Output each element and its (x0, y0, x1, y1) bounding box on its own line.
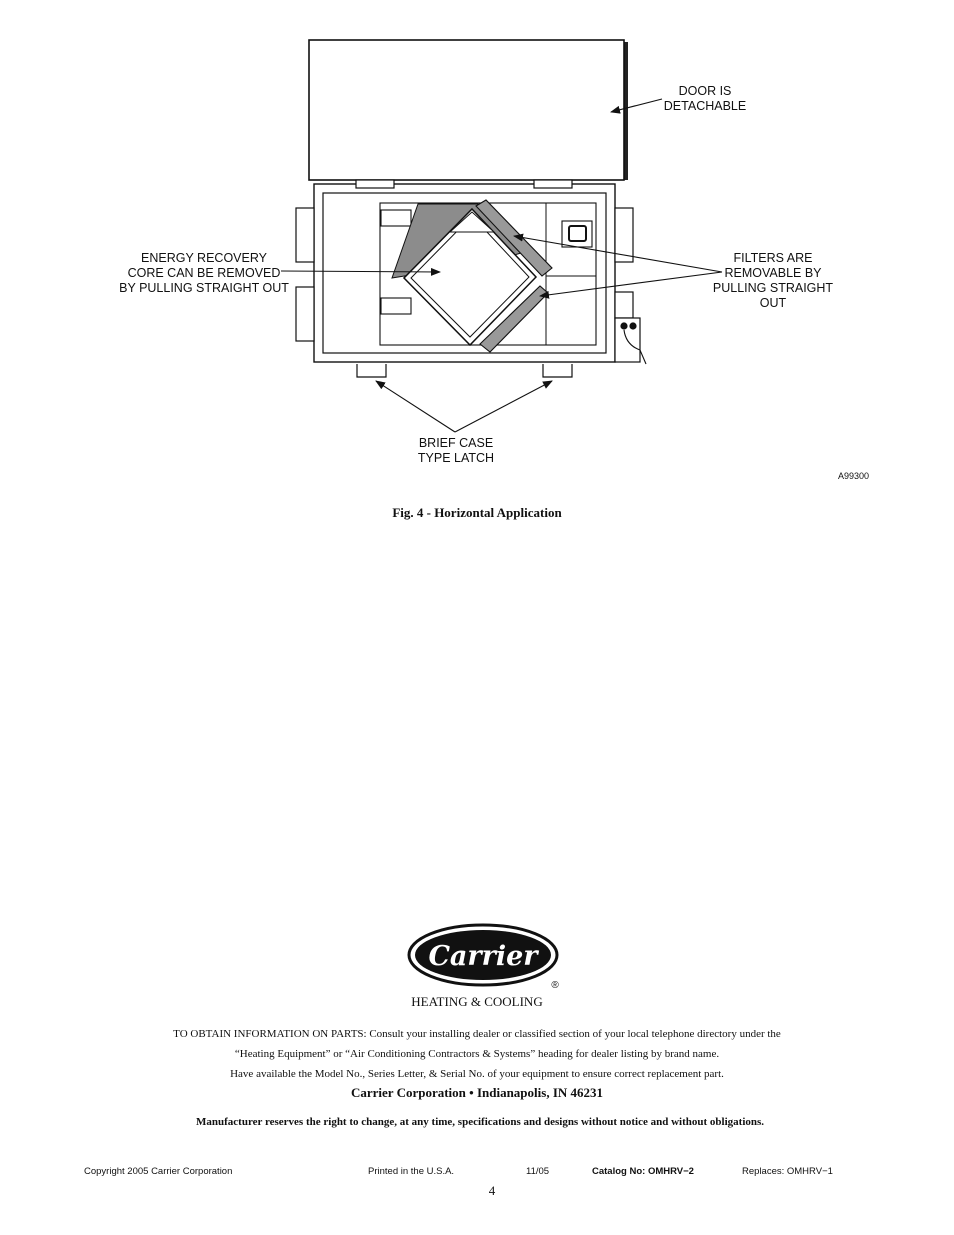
footer-catalog: Catalog No: OMHRV−2 (592, 1166, 694, 1177)
logo-tagline: HEATING & COOLING (411, 994, 543, 1009)
filters-label-line: FILTERS ARE (734, 251, 813, 265)
disclaimer: Manufacturer reserves the right to chang… (196, 1116, 765, 1128)
latch-label-line: TYPE LATCH (418, 451, 494, 465)
page-number: 4 (488, 1183, 496, 1198)
filters-label-line: OUT (760, 296, 787, 310)
leader-lines (280, 98, 723, 433)
registered-mark: ® (551, 980, 559, 991)
footer-replaces: Replaces: OMHRV−1 (742, 1166, 833, 1177)
parts-info-line: “Heating Equipment” or “Air Conditioning… (234, 1048, 720, 1060)
carrier-logo: Carrier ® (407, 923, 559, 991)
parts-info-line: Have available the Model No., Series Let… (230, 1068, 724, 1080)
figure-caption: Fig. 4 - Horizontal Application (392, 505, 562, 520)
logo-wordmark: Carrier (428, 941, 539, 972)
parts-info: TO OBTAIN INFORMATION ON PARTS: Consult … (0, 1024, 954, 1084)
core-label: ENERGY RECOVERY CORE CAN BE REMOVED BY P… (119, 251, 289, 295)
latch-label-line: BRIEF CASE (419, 436, 493, 450)
parts-info-line: TO OBTAIN INFORMATION ON PARTS: Consult … (173, 1028, 781, 1040)
core-label-line: ENERGY RECOVERY (141, 251, 268, 265)
horizontal-application-diagram: DOOR IS DETACHABLE ENERGY RECOVERY CORE … (119, 39, 869, 481)
door-label-line: DETACHABLE (664, 99, 746, 113)
footer-date: 11/05 (526, 1166, 550, 1177)
door-label-line: DOOR IS (679, 84, 732, 98)
footer-printed: Printed in the U.S.A. (368, 1166, 455, 1177)
core-label-line: CORE CAN BE REMOVED (128, 266, 281, 280)
latch-label: BRIEF CASE TYPE LATCH (418, 436, 494, 465)
filters-label: FILTERS ARE REMOVABLE BY PULLING STRAIGH… (713, 251, 834, 310)
energy-recovery-core (391, 203, 538, 347)
filters-label-line: PULLING STRAIGHT (713, 281, 834, 295)
briefcase-latches (356, 364, 573, 378)
detachable-door (308, 39, 628, 181)
door-label: DOOR IS DETACHABLE (664, 84, 746, 113)
footer-copyright: Copyright 2005 Carrier Corporation (84, 1166, 233, 1177)
figure-id: A99300 (838, 471, 869, 481)
core-label-line: BY PULLING STRAIGHT OUT (119, 281, 289, 295)
filters-label-line: REMOVABLE BY (724, 266, 822, 280)
company-address: Carrier Corporation • Indianapolis, IN 4… (350, 1085, 604, 1100)
